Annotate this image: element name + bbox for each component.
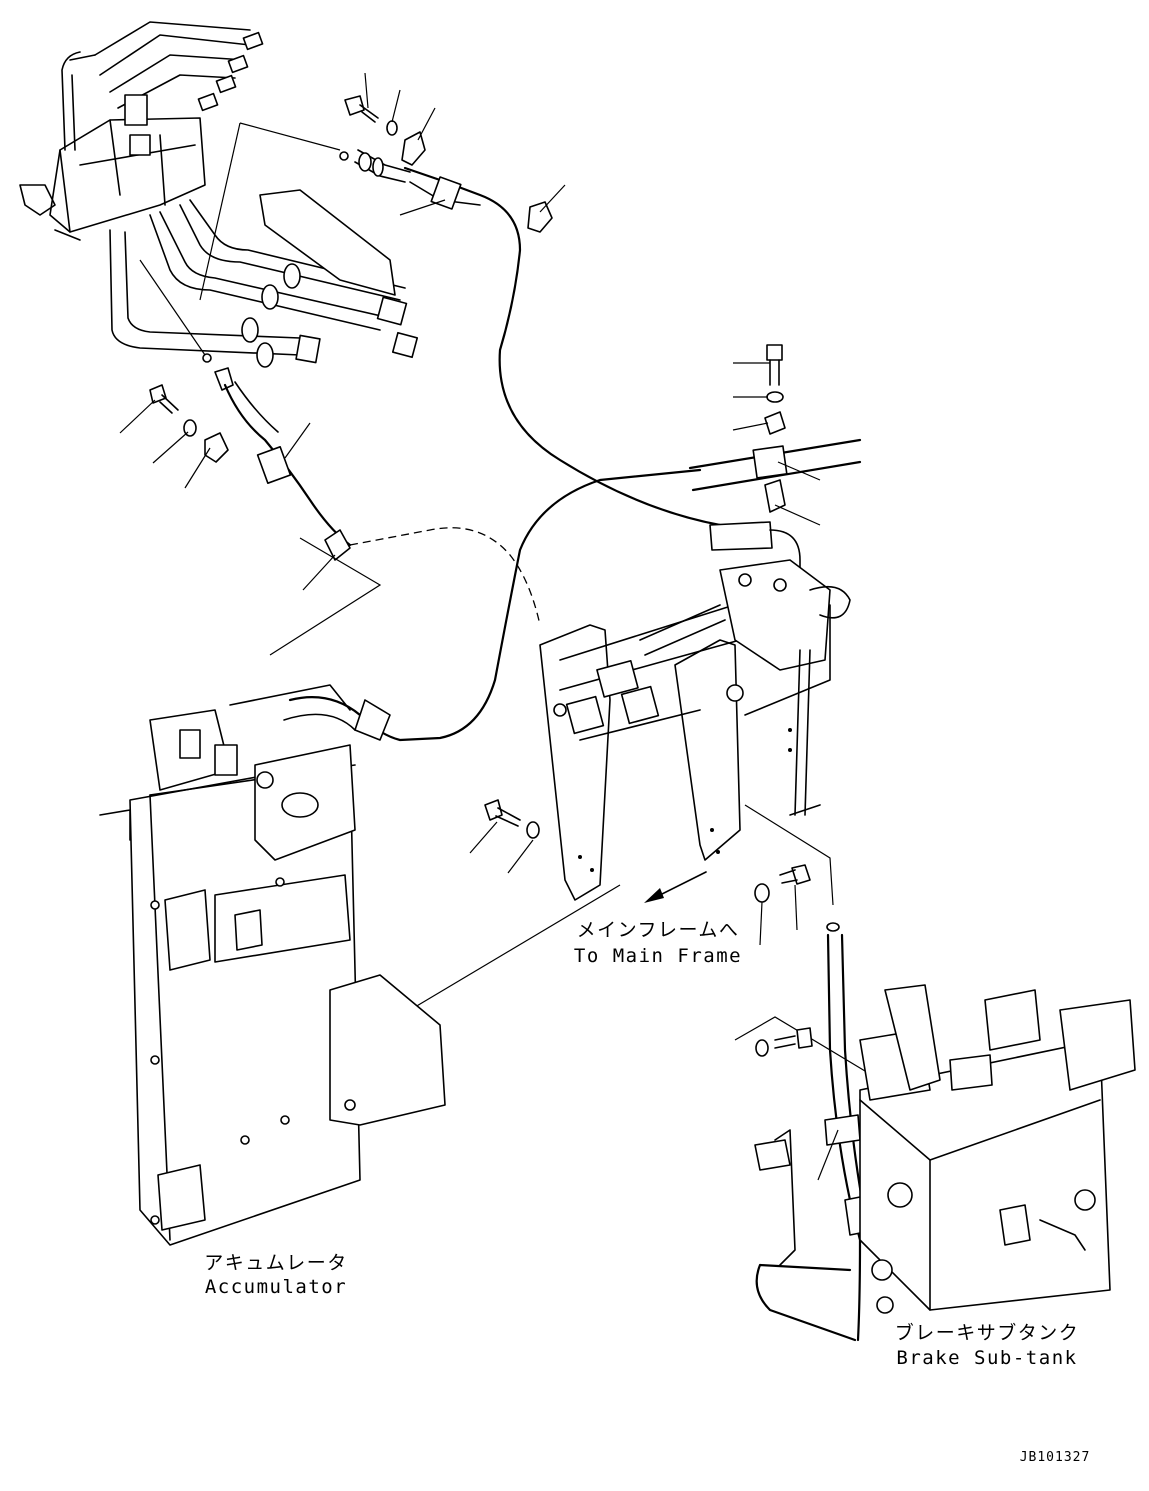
reference-line [239,122,341,151]
brake-hose-left [149,353,541,626]
drawing-code: JB101327 [1019,1450,1091,1465]
main-frame-label-jp: メインフレームへ [576,919,740,941]
center-bolts [484,799,811,903]
arrow-to-main-frame [644,871,707,903]
reference-line [139,259,206,356]
reference-line [269,537,382,656]
brake-sub-tank [754,922,1136,1342]
brake-hose-upper [339,95,722,527]
reference-line [199,122,241,301]
brake-subtank-label-en: Brake Sub-tank [896,1347,1078,1369]
brake-subtank-label-jp: ブレーキサブタンク [894,1322,1080,1344]
center-fasteners [688,344,862,579]
accumulator [99,684,446,1246]
accumulator-label-en: Accumulator [204,1276,348,1298]
accumulator-label-jp: アキュムレータ [204,1252,348,1274]
reference-line [409,884,621,1011]
reference-line [744,804,834,906]
callout-leaders [119,72,839,1181]
brake-valve-bracket [539,559,851,901]
main-frame-label-en: To Main Frame [573,945,743,967]
control-valve-assembly [19,21,419,368]
